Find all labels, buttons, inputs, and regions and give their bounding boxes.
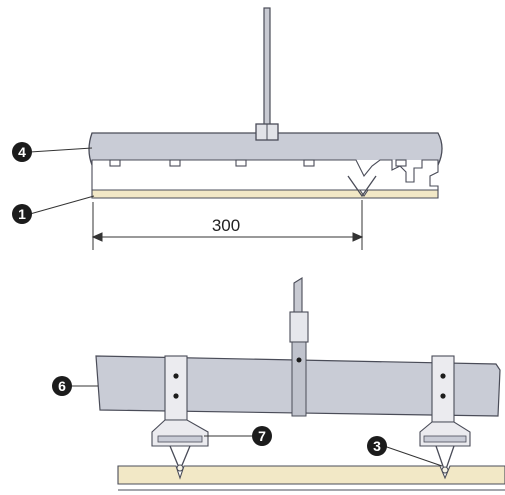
callout-7-circle: [252, 426, 272, 446]
dimension-value: 300: [212, 216, 240, 235]
bracket-left-clip-slot: [157, 435, 203, 443]
panel-joint-vee: [347, 175, 377, 198]
bracket-left: [151, 355, 209, 472]
bracket-right-clip-slot: [423, 435, 467, 443]
clip-hook-2: [169, 159, 181, 167]
clip-hook-3: [235, 159, 247, 167]
bracket-left-hole-2: [173, 393, 179, 399]
callout-6-circle: [52, 376, 72, 396]
callout-6-label: 6: [58, 378, 66, 394]
rod-hanger-bolt: [296, 357, 302, 363]
dimension-300: [91, 200, 364, 250]
bracket-right-hole-2: [440, 393, 446, 399]
callout-7: 7: [252, 426, 272, 446]
bracket-right-plate: [431, 355, 455, 423]
callout-4: 4: [12, 142, 32, 162]
suspension-rod-top: [263, 7, 271, 127]
bracket-left-plate: [164, 355, 188, 421]
callout-4-circle: [12, 142, 32, 162]
bracket-right: [419, 355, 471, 474]
dim-arrow-left: [91, 232, 103, 242]
callout-3-label: 3: [373, 438, 381, 454]
rod-hanger-bottom: [289, 311, 309, 343]
clip-hook-1: [109, 159, 121, 167]
top-view: 300 4 1: [12, 7, 443, 250]
callout-1-circle: [12, 204, 32, 224]
callout-6: 6: [52, 376, 72, 396]
bracket-right-hole-1: [440, 373, 446, 379]
callout-3: 3: [367, 436, 387, 456]
ceiling-panel-bottom: [117, 465, 505, 485]
bracket-left-hole-1: [173, 373, 179, 379]
callout-1: 1: [12, 204, 32, 224]
callout-3-circle: [367, 436, 387, 456]
leader-3: [383, 445, 443, 467]
rod-hanger-lower: [291, 341, 307, 417]
callout-7-label: 7: [258, 428, 266, 444]
panel-strip-top: [91, 189, 439, 199]
callout-1-label: 1: [18, 206, 26, 222]
dim-arrow-right: [352, 232, 364, 242]
clip-hook-4: [303, 159, 315, 167]
clip-row: [91, 159, 439, 191]
callout-4-label: 4: [18, 144, 26, 160]
leader-4: [29, 147, 93, 153]
clip-hook-5: [395, 159, 407, 167]
bottom-view: 6 7 3: [52, 277, 505, 491]
leader-1: [29, 195, 95, 215]
clip-profile-3: [91, 159, 439, 191]
